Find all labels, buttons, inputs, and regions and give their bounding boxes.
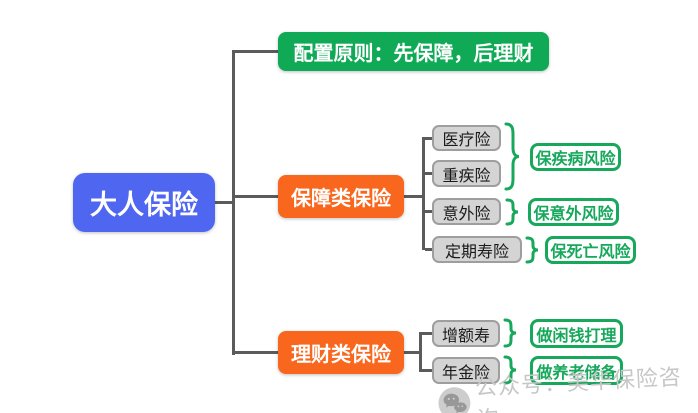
connector-protection-out (404, 195, 424, 198)
annotation-node-accident-risk[interactable]: 保意外风险 (528, 198, 619, 226)
brace-accident (505, 198, 519, 226)
annotation-node-disease-risk[interactable]: 保疾病风险 (530, 143, 621, 171)
connector-root-trunk (215, 201, 234, 204)
annotation-node-death-risk[interactable]: 保死亡风险 (545, 236, 636, 264)
connector-stub-medical (425, 137, 432, 140)
child-node-critical-illness[interactable]: 重疾险 (432, 160, 501, 187)
child-node-medical[interactable]: 医疗险 (432, 125, 501, 151)
connector-stub-accident (425, 210, 432, 213)
connector-stub-critical (425, 172, 432, 175)
connector-trunk-vertical (232, 50, 235, 355)
connector-stub-termlife (425, 248, 432, 251)
connector-stub-increasing (422, 332, 432, 335)
child-node-annuity[interactable]: 年金险 (432, 357, 500, 384)
brace-idle-money (503, 318, 517, 348)
brace-disease-group (504, 122, 520, 191)
connector-branch-principle (235, 50, 278, 53)
connector-protection-vertical (422, 137, 425, 250)
root-node-adult-insurance[interactable]: 大人保险 (73, 173, 215, 232)
principle-node[interactable]: 配置原则：先保障，后理财 (278, 32, 549, 71)
annotation-node-idle-money[interactable]: 做闲钱打理 (530, 319, 623, 348)
connector-stub-annuity (422, 369, 432, 372)
branch-node-protection[interactable]: 保障类保险 (278, 175, 404, 218)
connector-wealth-vertical (419, 332, 422, 372)
branch-node-wealth[interactable]: 理财类保险 (278, 331, 404, 374)
wechat-icon (438, 387, 471, 413)
child-node-accident[interactable]: 意外险 (432, 198, 501, 225)
connector-wealth-out (404, 351, 421, 354)
brace-retirement (503, 355, 517, 385)
connector-branch-wealth (235, 351, 278, 354)
child-node-term-life[interactable]: 定期寿险 (432, 236, 522, 263)
connector-branch-protection (235, 195, 278, 198)
annotation-node-retirement-saving[interactable]: 做养老储备 (530, 356, 623, 385)
child-node-increasing-life[interactable]: 增额寿 (432, 320, 500, 347)
brace-death (525, 236, 539, 264)
